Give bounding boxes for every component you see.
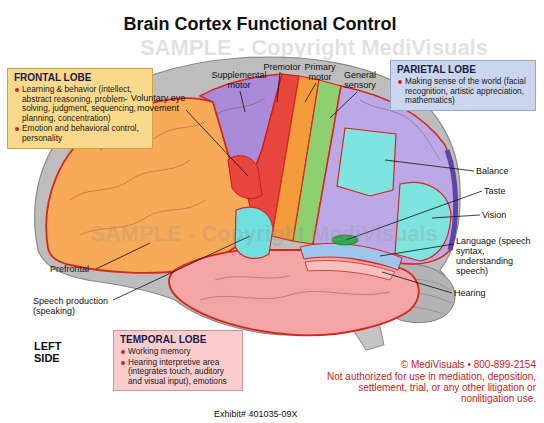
region-label: Prefrontal [50, 264, 110, 274]
region-label: Supplemental motor [208, 70, 270, 90]
lobe-heading: FRONTAL LOBE [14, 72, 91, 83]
leader-line [382, 272, 452, 293]
lobe-info-box: TEMPORAL LOBEWorking memoryHearing inter… [113, 330, 243, 391]
lobe-heading: TEMPORAL LOBE [120, 334, 206, 345]
lobe-description: Working memory [128, 346, 191, 356]
lobe-info-box: FRONTAL LOBELearning & behavior (intelle… [7, 68, 153, 149]
lobe-heading-row: FRONTAL LOBE [14, 72, 147, 84]
leader-line [385, 160, 474, 171]
lobe-heading-row: PARIETAL LOBE [397, 64, 530, 76]
usage-note: Not authorized for use in mediation, dep… [316, 371, 536, 404]
bullet-dot [15, 88, 19, 92]
region-label: General sensory [338, 70, 382, 90]
leader-line [277, 72, 280, 102]
copyright-note: © MediVisuals • 800-899-2154 [316, 359, 536, 370]
gyrus-line [215, 98, 265, 115]
gyrus-line [215, 276, 290, 280]
region-label: Primary motor [300, 62, 340, 82]
function-label: Balance [476, 166, 536, 176]
function-label: Speech production (speaking) [33, 296, 118, 316]
lobe-bullet-row: Hearing interpretive area (integrates to… [120, 358, 237, 387]
watermark: SAMPLE - Copyright MediVisuals [90, 222, 490, 246]
eye-movement-region [228, 156, 262, 199]
leader-line [305, 83, 316, 102]
leader-line [186, 110, 248, 176]
region-label: Voluntary eye movement [128, 93, 188, 113]
function-label: Vision [482, 210, 532, 220]
lobe-description: Learning & behavior (intellect, abstract… [22, 84, 136, 123]
hearing-area [305, 260, 395, 280]
watermark: SAMPLE - Copyright MediVisuals [140, 36, 540, 60]
lobe-heading-row: TEMPORAL LOBE [120, 334, 237, 346]
leader-line [96, 243, 150, 269]
leader-line [432, 215, 480, 218]
lobe-bullet-row: Learning & behavior (intellect, abstract… [14, 85, 147, 123]
bullet-dot [121, 361, 125, 365]
gyrus-line [200, 291, 390, 300]
bullet-dot [398, 80, 402, 84]
region-label: Premotor [262, 62, 302, 72]
lobe-heading: PARIETAL LOBE [397, 64, 476, 75]
bullet-dot [121, 350, 125, 354]
diagram-title: Brain Cortex Functional Control [100, 14, 420, 35]
bullet-dot [15, 127, 19, 131]
lobe-description: Making sense of the world (facial recogn… [405, 76, 526, 105]
lobe-description: Emotion and behavioral control, personal… [22, 123, 139, 143]
lobe-description: Hearing interpretive area (integrates to… [128, 357, 227, 386]
leader-line [330, 92, 357, 118]
gyrus-line [70, 160, 190, 200]
lobe-bullet-row: Making sense of the world (facial recogn… [397, 77, 530, 106]
function-label: Hearing [454, 288, 514, 298]
leader-line [240, 91, 245, 112]
lobe-bullet-row: Working memory [120, 347, 237, 357]
balance-area [337, 128, 396, 196]
exhibit-number: Exhibit# 401035-09X [214, 409, 344, 419]
function-label: Language (speech syntax, understanding s… [456, 236, 542, 276]
view-label: LEFT SIDE [34, 340, 74, 364]
lobe-info-box: PARIETAL LOBEMaking sense of the world (… [390, 60, 536, 111]
lobe-bullet-row: Emotion and behavioral control, personal… [14, 124, 147, 143]
function-label: Taste [484, 186, 534, 196]
